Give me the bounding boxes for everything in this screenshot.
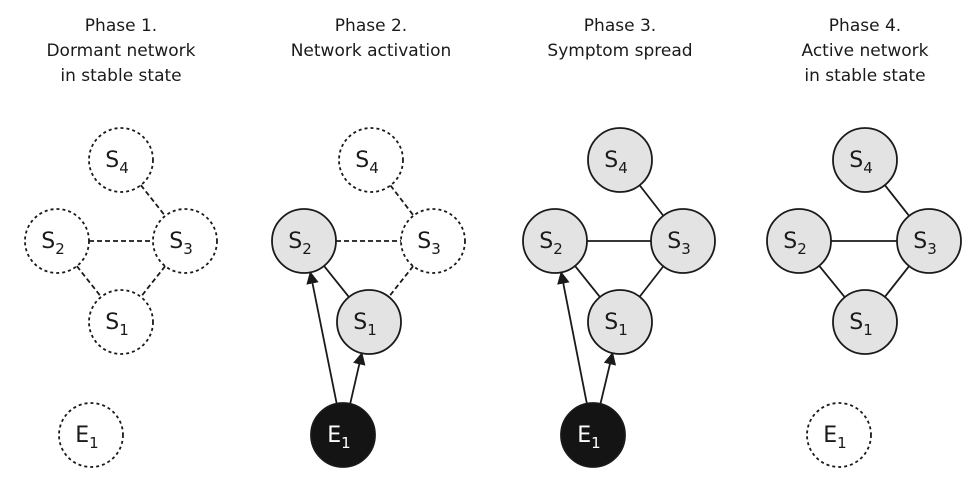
node-s3-label: S3 bbox=[417, 229, 441, 258]
edge-s3-s1-dashed bbox=[140, 265, 166, 298]
edge-s4-s3 bbox=[638, 184, 665, 217]
arrow-e1-to-s1 bbox=[599, 351, 617, 405]
node-s2-label: S2 bbox=[783, 229, 807, 258]
edge-s2-s1-dashed bbox=[76, 265, 102, 298]
phase-4-title: Phase 4. Active network in stable state bbox=[765, 14, 965, 89]
node-s3-label: S3 bbox=[667, 229, 691, 258]
node-s1: S1 bbox=[587, 289, 653, 355]
edge-s3-s1 bbox=[884, 265, 910, 298]
phase-1-title: Phase 1. Dormant network in stable state bbox=[21, 14, 221, 89]
node-s1-circle bbox=[336, 289, 402, 355]
node-s4: S4 bbox=[338, 127, 404, 193]
node-s1-label: S1 bbox=[604, 310, 628, 339]
node-s1-circle bbox=[88, 289, 154, 355]
node-s4-circle bbox=[832, 127, 898, 193]
node-s2-label: S2 bbox=[288, 229, 312, 258]
arrow-e1-to-s2 bbox=[306, 271, 338, 404]
phase-4-title-line-1: Phase 4. bbox=[828, 16, 902, 36]
node-s1-circle bbox=[587, 289, 653, 355]
node-e1-circle bbox=[58, 402, 124, 468]
edge-s2-s1 bbox=[818, 265, 846, 298]
node-s2-label: S2 bbox=[539, 229, 563, 258]
node-e1: E1 bbox=[806, 402, 872, 468]
edge-s4-s3 bbox=[884, 184, 910, 217]
node-e1-circle bbox=[310, 402, 376, 468]
phase-3-title: Phase 3. Symptom spread bbox=[520, 14, 720, 64]
node-s4-label: S4 bbox=[849, 148, 873, 177]
node-s2: S2 bbox=[271, 208, 337, 274]
arrow-e1-to-s2 bbox=[557, 271, 588, 404]
node-e1: E1 bbox=[560, 402, 626, 468]
node-s2-circle bbox=[522, 208, 588, 274]
node-s4: S4 bbox=[832, 127, 898, 193]
node-e1-circle bbox=[560, 402, 626, 468]
node-s4-circle bbox=[88, 127, 154, 193]
edge-s3-s1 bbox=[638, 265, 665, 298]
node-s3-circle bbox=[400, 208, 466, 274]
node-s2-label: S2 bbox=[41, 229, 65, 258]
node-s1-label: S1 bbox=[105, 310, 129, 339]
node-e1: E1 bbox=[310, 402, 376, 468]
arrow-e1-to-s1 bbox=[349, 351, 366, 405]
phase-3-title-line-1: Phase 3. bbox=[583, 16, 657, 36]
node-e1-label: E1 bbox=[327, 423, 350, 452]
node-e1-label: E1 bbox=[75, 423, 98, 452]
node-s4: S4 bbox=[587, 127, 653, 193]
node-s4-circle bbox=[587, 127, 653, 193]
node-s1-circle bbox=[832, 289, 898, 355]
node-s2: S2 bbox=[766, 208, 832, 274]
phase-2-title-line-1: Phase 2. bbox=[334, 16, 408, 36]
node-s2-circle bbox=[24, 208, 90, 274]
node-s4: S4 bbox=[88, 127, 154, 193]
node-s4-label: S4 bbox=[105, 148, 129, 177]
phase-2-title-line-2: Network activation bbox=[290, 41, 452, 61]
node-s3-circle bbox=[152, 208, 218, 274]
edge-s4-s3-dashed bbox=[389, 184, 415, 217]
phase-3-title-line-2: Symptom spread bbox=[547, 41, 693, 61]
node-s3-label: S3 bbox=[169, 229, 193, 258]
node-s3-circle bbox=[896, 208, 962, 274]
node-s2-circle bbox=[766, 208, 832, 274]
node-s4-label: S4 bbox=[355, 148, 379, 177]
node-s2-circle bbox=[271, 208, 337, 274]
phase-1-title-line-1: Phase 1. bbox=[84, 16, 158, 36]
phase-2-title: Phase 2. Network activation bbox=[271, 14, 471, 64]
node-s3-circle bbox=[650, 208, 716, 274]
node-s1: S1 bbox=[336, 289, 402, 355]
phase-4-title-line-3: in stable state bbox=[804, 66, 926, 86]
phase-1-title-line-2: Dormant network bbox=[46, 41, 196, 61]
node-s3: S3 bbox=[896, 208, 962, 274]
node-s3-label: S3 bbox=[913, 229, 937, 258]
node-s1-label: S1 bbox=[849, 310, 873, 339]
node-s3: S3 bbox=[152, 208, 218, 274]
node-e1-circle bbox=[806, 402, 872, 468]
edge-s2-s1 bbox=[323, 265, 350, 298]
edge-s4-s3-dashed bbox=[140, 184, 166, 217]
node-s1: S1 bbox=[88, 289, 154, 355]
node-s1: S1 bbox=[832, 289, 898, 355]
node-s2: S2 bbox=[522, 208, 588, 274]
node-e1-label: E1 bbox=[577, 423, 600, 452]
node-s4-circle bbox=[338, 127, 404, 193]
node-s2: S2 bbox=[24, 208, 90, 274]
node-e1-label: E1 bbox=[823, 423, 846, 452]
phase-4-title-line-2: Active network bbox=[801, 41, 929, 61]
edge-s3-s1-dashed bbox=[388, 265, 414, 298]
node-s3: S3 bbox=[400, 208, 466, 274]
phase-1-title-line-3: in stable state bbox=[60, 66, 182, 86]
edge-s2-s1 bbox=[574, 265, 601, 298]
node-s1-label: S1 bbox=[353, 310, 377, 339]
node-e1: E1 bbox=[58, 402, 124, 468]
node-s4-label: S4 bbox=[604, 148, 628, 177]
node-s3: S3 bbox=[650, 208, 716, 274]
